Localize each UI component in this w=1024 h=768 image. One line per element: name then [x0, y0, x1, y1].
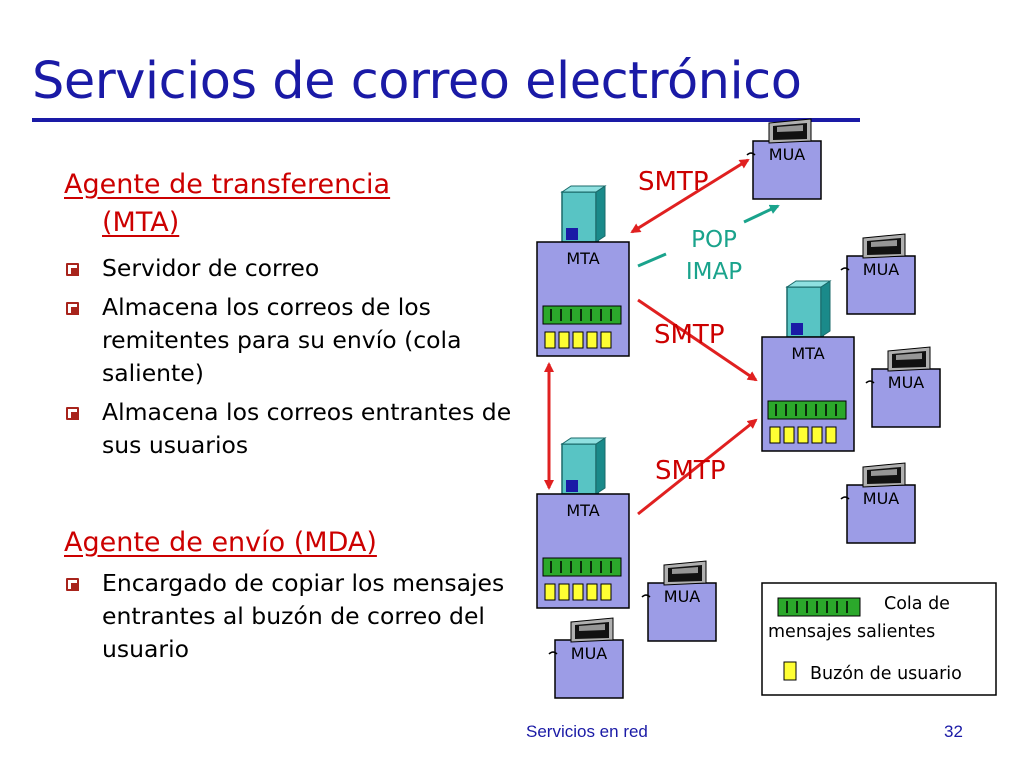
mta-heading: Agente de transferencia (MTA) [64, 166, 390, 242]
bullet-icon [66, 302, 79, 315]
slide-title: Servicios de correo electrónico [32, 52, 802, 111]
mta-bullet-list: Servidor de correo Almacena los correos … [64, 252, 514, 468]
bullet-text: Encargado de copiar los mensajes entrant… [102, 569, 505, 663]
smtp-arrow [637, 418, 758, 516]
pop-imap-label: POP IMAP [672, 224, 756, 288]
bullet-text: Almacena los correos entrantes de sus us… [102, 398, 512, 459]
mua-label: MUA [664, 587, 701, 606]
list-item: Almacena los correos entrantes de sus us… [64, 396, 514, 462]
bullet-icon [66, 578, 79, 591]
pop-imap-line [637, 252, 667, 268]
legend-queue-label-line2: mensajes salientes [768, 622, 936, 642]
mua-label: MUA [863, 260, 900, 279]
title-underline [32, 118, 860, 122]
mta-server-right [761, 280, 855, 452]
imap-label: IMAP [685, 259, 743, 285]
list-item: Encargado de copiar los mensajes entrant… [64, 567, 514, 666]
legend-mailbox-icon [783, 661, 797, 681]
list-item: Servidor de correo [64, 252, 514, 285]
bullet-text: Servidor de correo [102, 254, 320, 282]
mta-label: MTA [566, 249, 599, 268]
smtp-label: SMTP [638, 167, 709, 197]
legend-mailbox-label: Buzón de usuario [810, 664, 962, 684]
smtp-arrow [637, 298, 758, 382]
bullet-text: Almacena los correos de los remitentes p… [102, 293, 462, 387]
pop-imap-arrow [743, 204, 780, 224]
mta-label: MTA [791, 344, 824, 363]
smtp-label: SMTP [654, 320, 725, 350]
mua-label: MUA [769, 145, 806, 164]
footer-title: Servicios en red [526, 722, 648, 741]
smtp-label: SMTP [655, 456, 726, 486]
mua-label: MUA [863, 489, 900, 508]
mda-bullet-list: Encargado de copiar los mensajes entrant… [64, 567, 514, 672]
mta-server-top [536, 185, 630, 357]
mda-heading: Agente de envío (MDA) [64, 527, 377, 558]
legend-queue-label-line1: Cola de [884, 594, 950, 614]
list-item: Almacena los correos de los remitentes p… [64, 291, 514, 390]
mta-server-bottom [536, 437, 630, 609]
mta-heading-line1: Agente de transferencia [64, 169, 391, 200]
mta-heading-line2: (MTA) [102, 207, 180, 238]
mta-label: MTA [566, 501, 599, 520]
legend-queue-icon [777, 597, 861, 617]
bullet-icon [66, 263, 79, 276]
mua-label: MUA [888, 373, 925, 392]
pop-label: POP [691, 227, 737, 253]
smtp-arrow [630, 158, 750, 234]
mua-label: MUA [571, 644, 608, 663]
bullet-icon [66, 407, 79, 420]
page-number: 32 [944, 722, 963, 741]
